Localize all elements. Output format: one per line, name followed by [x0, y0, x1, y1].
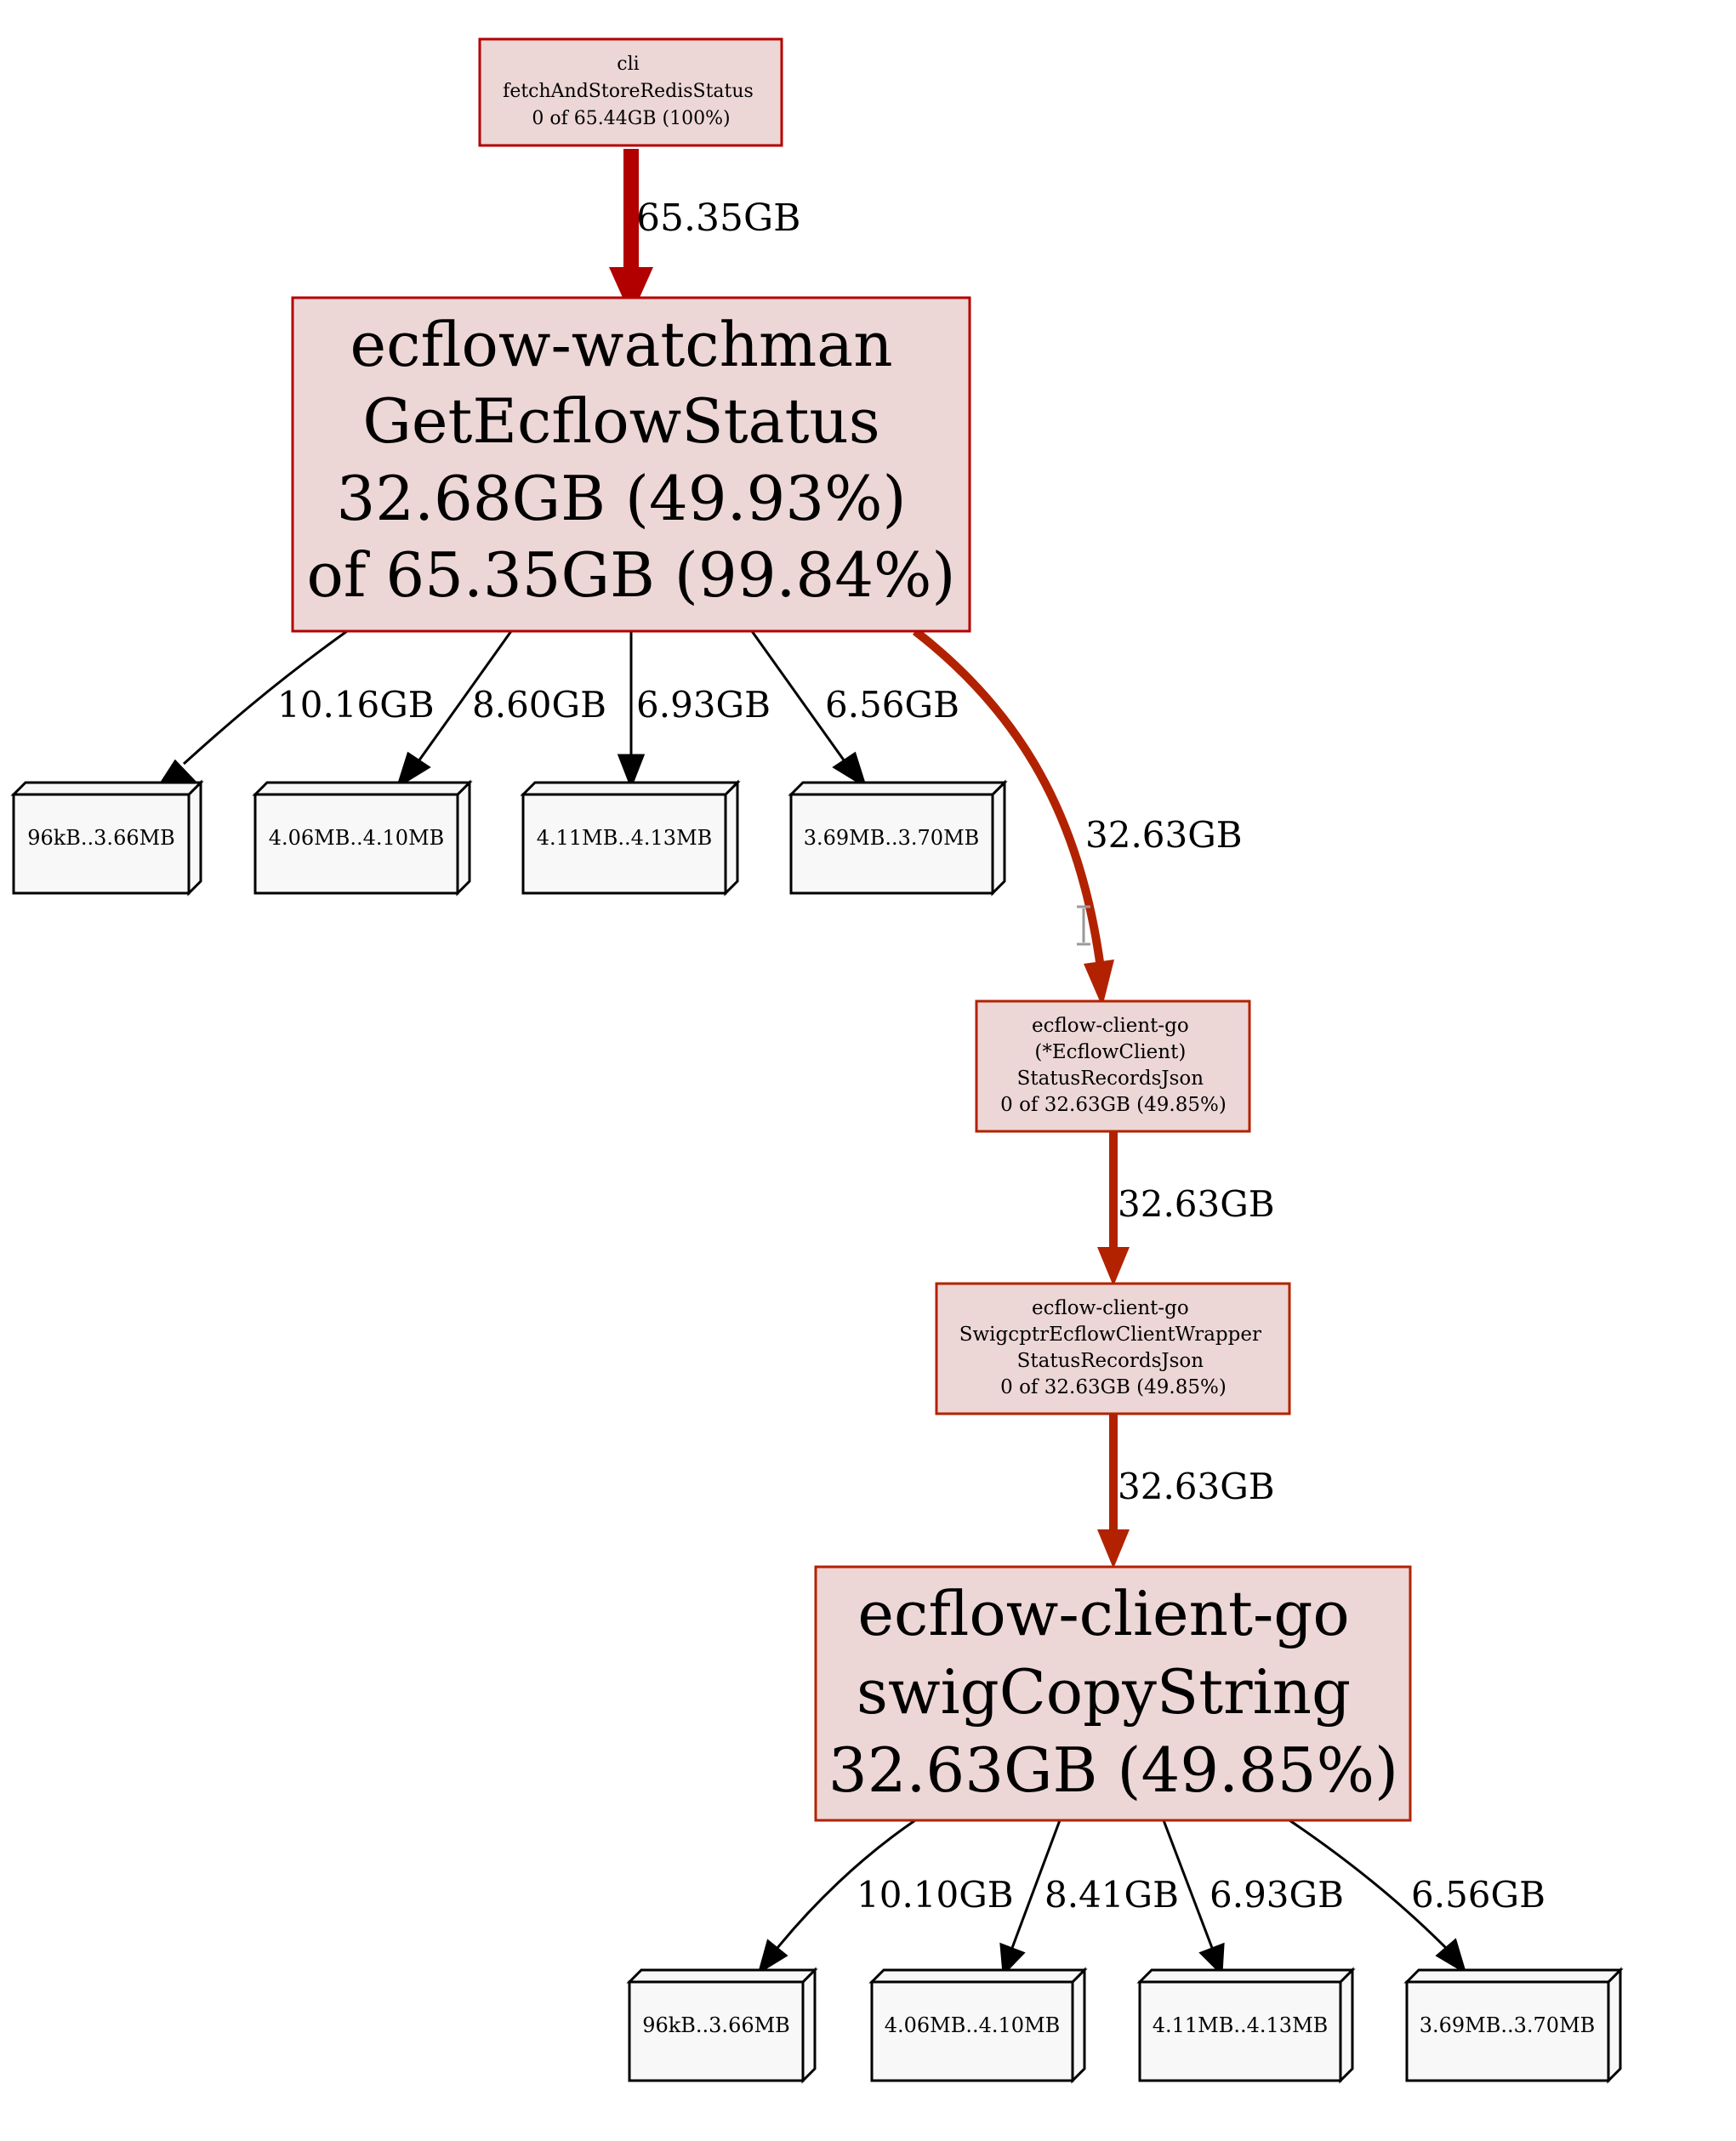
leaf-box-upper-4[interactable]: 3.69MB..3.70MB	[788, 779, 1008, 897]
leaf-label: 4.11MB..4.13MB	[537, 826, 713, 850]
edge-label-cli-to-getecflowstatus: 65.35GB	[636, 196, 800, 240]
leaf-box-upper-1[interactable]: 96kB..3.66MB	[10, 779, 204, 897]
edge-label-status-leaf-3: 6.93GB	[636, 684, 771, 726]
edge-label-status-leaf-2: 8.60GB	[472, 684, 606, 726]
node-line: ecflow-client-go	[1032, 1015, 1189, 1037]
svg-text:cli fetchAndStoreRedisSt: cli fetchAndStoreRedisStatus 0 of 65.44G…	[503, 54, 760, 129]
node-line: ecflow-client-go	[1032, 1297, 1189, 1319]
edge-label-copy-leaf-1: 10.10GB	[857, 1874, 1014, 1916]
node-line: fetchAndStoreRedisStatus	[503, 81, 754, 102]
node-line: 0 of 32.63GB (49.85%)	[1000, 1094, 1227, 1116]
leaf-label: 96kB..3.66MB	[27, 826, 175, 850]
node-line: (*EcflowClient)	[1034, 1041, 1186, 1063]
edge-label-status-to-records: 32.63GB	[1085, 814, 1243, 856]
leaf-label: 3.69MB..3.70MB	[1420, 2013, 1596, 2037]
leaf-box-upper-3[interactable]: 4.11MB..4.13MB	[520, 779, 741, 897]
leaf-label: 4.11MB..4.13MB	[1153, 2013, 1329, 2037]
leaf-box-lower-1[interactable]: 96kB..3.66MB	[626, 1967, 818, 2084]
svg-text:ecflow-client-go (*Ecflo: ecflow-client-go (*EcflowClient) StatusR…	[1000, 1015, 1227, 1116]
edge-label-status-leaf-4: 6.56GB	[825, 684, 959, 726]
edge-label-wrapper-to-copystring: 32.63GB	[1118, 1466, 1275, 1507]
node-cli-fetchandstoreredisstatus[interactable]: cli fetchAndStoreRedisStatus 0 of 65.44G…	[478, 37, 783, 147]
text-cursor-icon	[1077, 905, 1090, 946]
node-getecflowstatus[interactable]: ecflow-watchman GetEcflowStatus 32.68GB …	[291, 296, 971, 633]
node-line: StatusRecordsJson	[1017, 1068, 1204, 1090]
node-line: of 65.35GB (99.84%)	[306, 539, 955, 611]
leaf-box-upper-2[interactable]: 4.06MB..4.10MB	[252, 779, 473, 897]
leaf-label: 4.06MB..4.10MB	[885, 2013, 1061, 2037]
node-line: ecflow-client-go	[857, 1578, 1349, 1649]
edge-copy-to-leaf-2	[999, 1819, 1062, 1977]
node-line: 0 of 32.63GB (49.85%)	[1000, 1376, 1227, 1398]
node-line: SwigcptrEcflowClientWrapper	[959, 1324, 1261, 1346]
edge-copy-to-leaf-4	[1289, 1819, 1467, 1975]
node-line: ecflow-watchman	[350, 309, 893, 380]
edge-label-copy-leaf-4: 6.56GB	[1411, 1874, 1545, 1916]
edge-copy-to-leaf-1	[757, 1819, 916, 1975]
edge-copy-to-leaf-3	[1162, 1819, 1225, 1977]
edge-wrapper-to-copystring	[1097, 1414, 1130, 1569]
node-line: 32.63GB (49.85%)	[828, 1734, 1398, 1806]
edge-records-to-wrapper	[1097, 1131, 1130, 1286]
node-line: 32.68GB (49.93%)	[336, 463, 906, 534]
leaf-label: 4.06MB..4.10MB	[269, 826, 445, 850]
edge-label-records-to-wrapper: 32.63GB	[1118, 1183, 1275, 1225]
node-line: GetEcflowStatus	[362, 385, 879, 457]
svg-text:ecflow-client-go Swigcpt: ecflow-client-go SwigcptrEcflowClientWra…	[959, 1297, 1268, 1398]
leaf-box-lower-4[interactable]: 3.69MB..3.70MB	[1403, 1967, 1624, 2084]
node-swigcopystring[interactable]: ecflow-client-go swigCopyString 32.63GB …	[814, 1565, 1412, 1822]
node-line: swigCopyString	[857, 1656, 1351, 1728]
leaf-box-lower-3[interactable]: 4.11MB..4.13MB	[1136, 1967, 1356, 2084]
node-ecflowclient-statusrecordsjson[interactable]: ecflow-client-go (*EcflowClient) StatusR…	[975, 999, 1251, 1133]
edge-status-to-leaf-2	[396, 630, 513, 789]
svg-text:ecflow-watchman GetEcflo: ecflow-watchman GetEcflowStatus 32.68GB …	[306, 309, 955, 611]
edge-label-status-leaf-1: 10.16GB	[277, 684, 435, 726]
edge-status-to-leaf-4	[750, 630, 868, 789]
leaf-label: 96kB..3.66MB	[642, 2013, 790, 2037]
edge-status-to-leaf-3	[617, 631, 646, 790]
edge-cli-to-getecflowstatus	[609, 149, 653, 316]
node-swigcptrecflowclientwrapper-statusrecordsjson[interactable]: ecflow-client-go SwigcptrEcflowClientWra…	[935, 1282, 1291, 1415]
svg-text:ecflow-client-go swigCop: ecflow-client-go swigCopyString 32.63GB …	[828, 1578, 1398, 1806]
node-line: cli	[617, 54, 639, 75]
edge-label-copy-leaf-2: 8.41GB	[1044, 1874, 1179, 1916]
edge-status-to-records	[912, 628, 1114, 1007]
leaf-label: 3.69MB..3.70MB	[804, 826, 980, 850]
edge-label-copy-leaf-3: 6.93GB	[1210, 1874, 1344, 1916]
leaf-box-lower-2[interactable]: 4.06MB..4.10MB	[868, 1967, 1088, 2084]
node-line: StatusRecordsJson	[1017, 1350, 1204, 1372]
node-line: 0 of 65.44GB (100%)	[532, 108, 730, 129]
